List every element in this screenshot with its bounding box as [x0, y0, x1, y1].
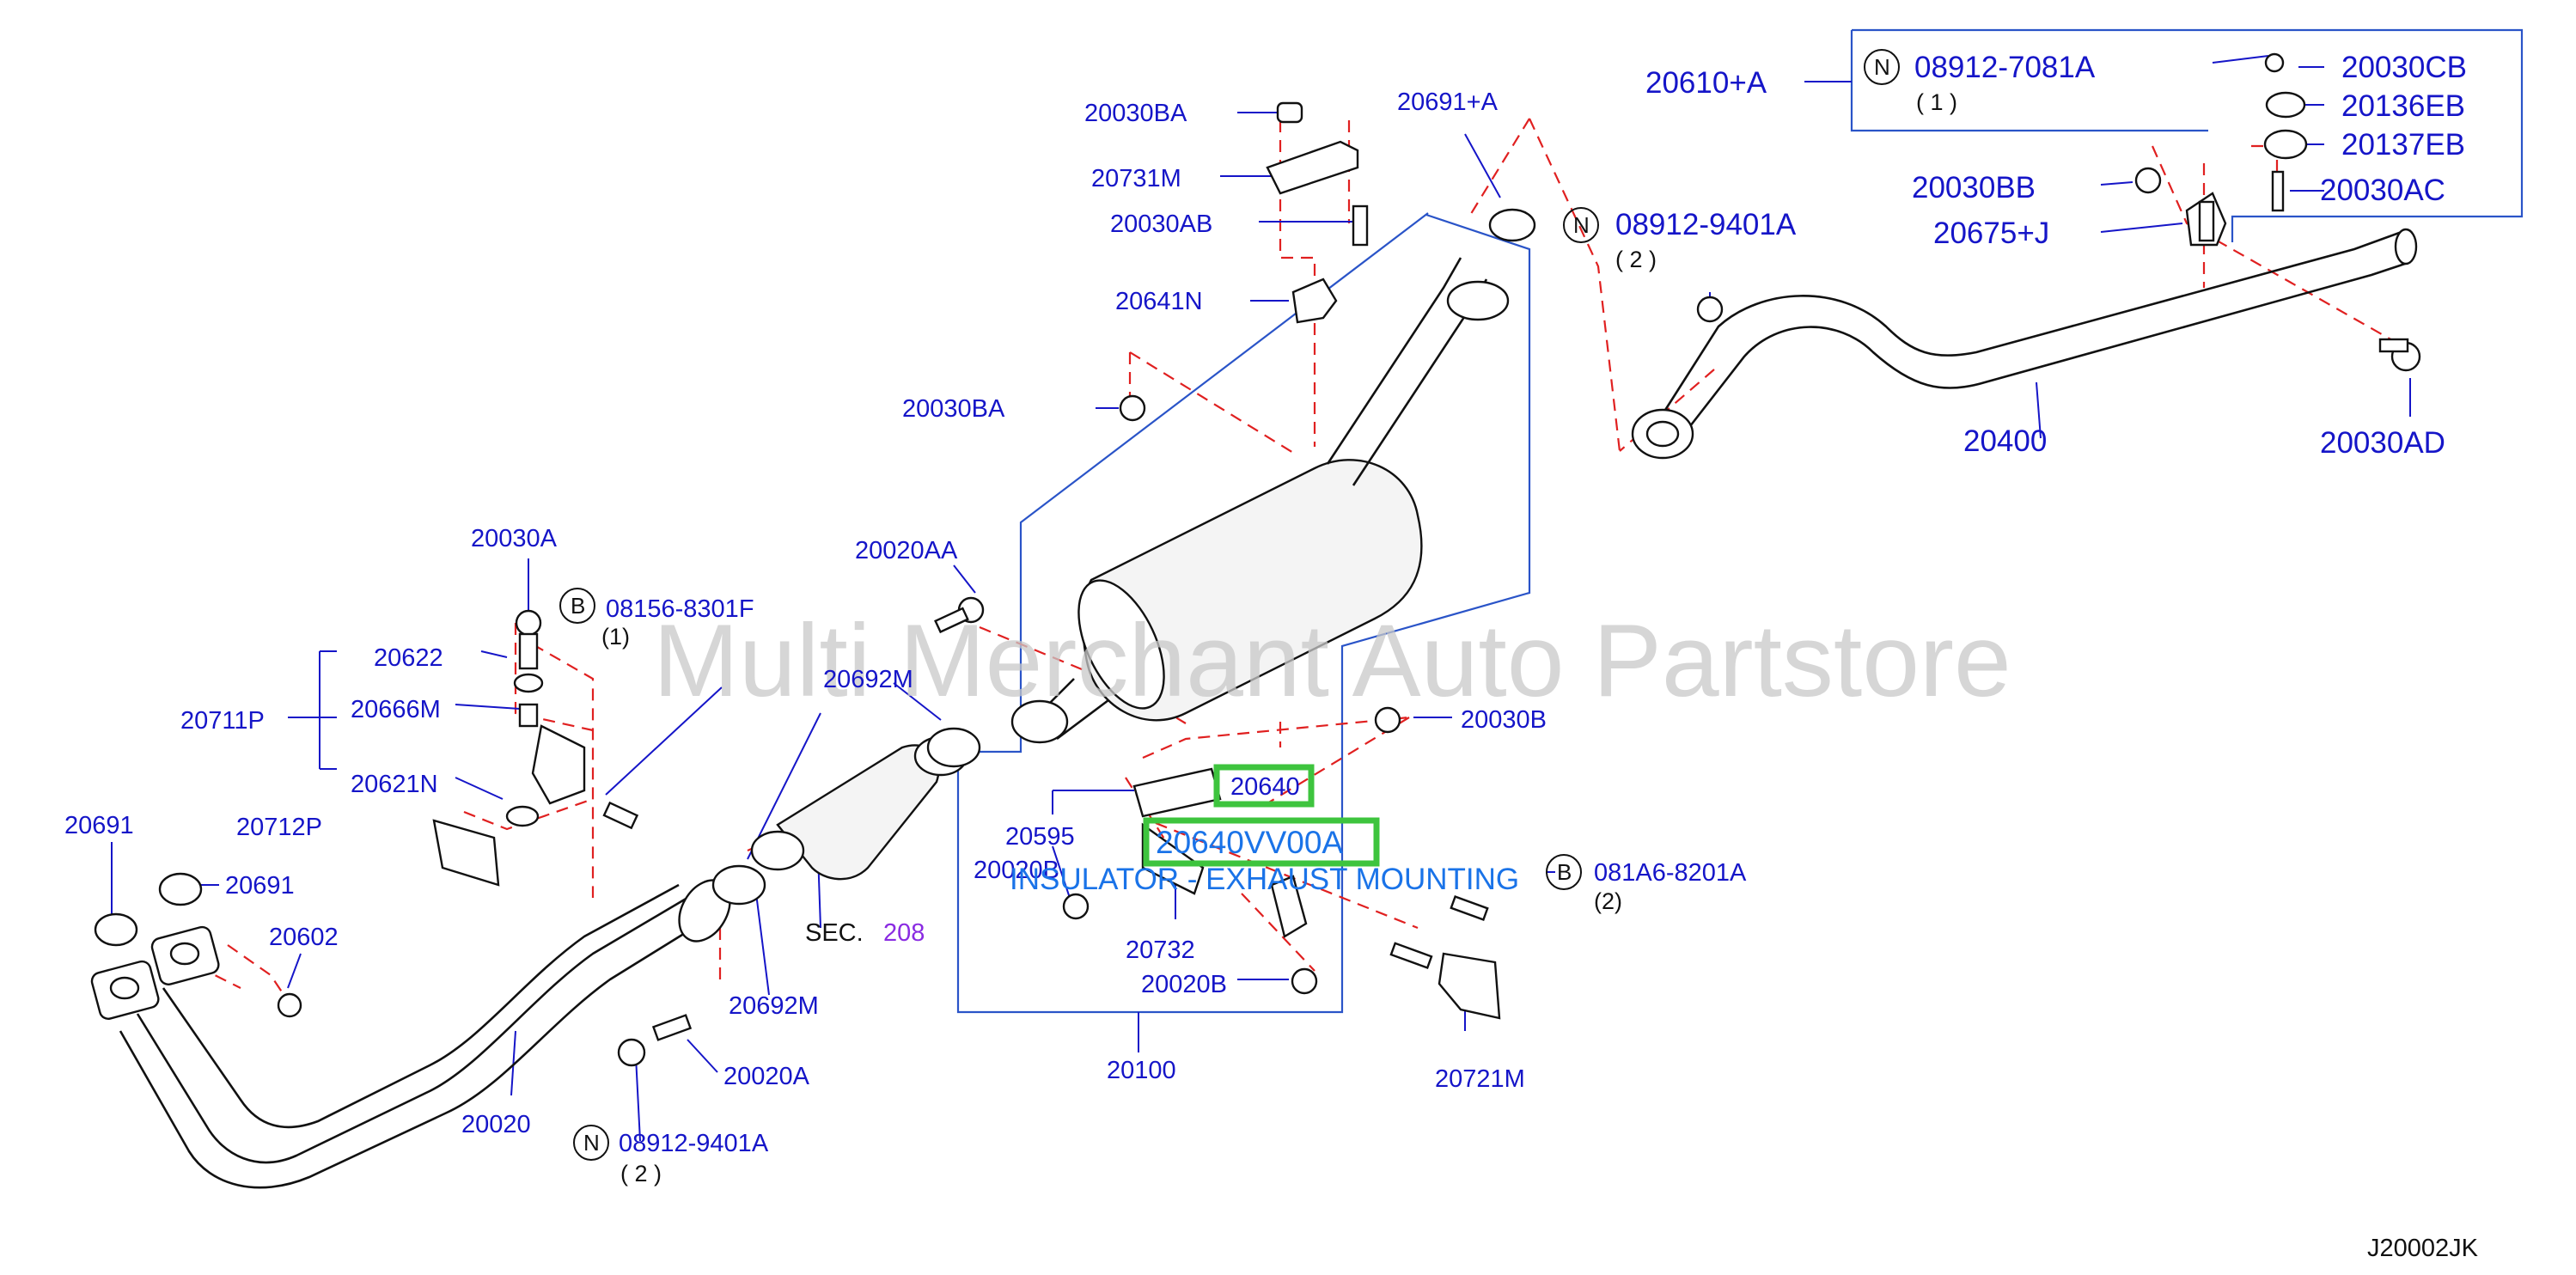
marker-b: B — [571, 593, 585, 619]
watermark: Multi Merchant Auto Partstore — [653, 603, 2011, 718]
label-20030BA-top[interactable]: 20030BA — [1084, 100, 1187, 127]
label-20136EB[interactable]: 20136EB — [2341, 89, 2465, 123]
label-08912-7081A-qty: ( 1 ) — [1916, 89, 1957, 115]
label-20621N[interactable]: 20621N — [351, 771, 438, 798]
highlighted-part-description: INSULATOR - EXHAUST MOUNTING — [1010, 863, 1519, 896]
selected-part-highlight: 20640VV00A INSULATOR - EXHAUST MOUNTING — [1010, 764, 1519, 896]
label-20030A[interactable]: 20030A — [471, 525, 558, 552]
section-ref-prefix: SEC. — [805, 919, 864, 947]
highlighted-part-number[interactable]: 20640VV00A — [1156, 825, 1343, 860]
label-20020[interactable]: 20020 — [461, 1111, 531, 1138]
tail-pipe-20400 — [1631, 228, 2418, 460]
highlight-box-20640VV00A — [1143, 817, 1380, 867]
label-20712P[interactable]: 20712P — [236, 814, 322, 841]
label-20640[interactable]: 20640 — [1230, 773, 1300, 801]
label-20137EB[interactable]: 20137EB — [2341, 128, 2465, 162]
label-20666M[interactable]: 20666M — [351, 696, 441, 723]
label-20020B-left[interactable]: 20020B — [974, 857, 1059, 884]
label-08156-8301F-qty: (1) — [601, 624, 630, 650]
leader-lines — [111, 55, 2411, 1142]
label-081A6-8201A[interactable]: 081A6-8201A — [1594, 859, 1747, 887]
label-20711P[interactable]: 20711P — [180, 707, 265, 735]
label-20030CB[interactable]: 20030CB — [2341, 51, 2467, 84]
marker-b: B — [1557, 859, 1572, 885]
label-08912-9401A-bottom[interactable]: 08912-9401A — [619, 1130, 769, 1157]
gaskets — [94, 208, 1536, 947]
main-muffler — [1010, 257, 1510, 744]
label-20610A[interactable]: 20610+A — [1645, 66, 1767, 100]
label-20675J[interactable]: 20675+J — [1933, 217, 2049, 250]
label-20622[interactable]: 20622 — [374, 644, 443, 672]
label-20732[interactable]: 20732 — [1126, 936, 1195, 964]
marker-n: N — [583, 1130, 600, 1156]
assembly-frame-20100 — [956, 212, 1531, 1014]
label-08912-9401A-top[interactable]: 08912-9401A — [1615, 208, 1797, 241]
label-20030BB[interactable]: 20030BB — [1912, 171, 2036, 204]
label-08912-9401A-bottom-qty: ( 2 ) — [620, 1161, 662, 1187]
label-20030AD[interactable]: 20030AD — [2320, 426, 2445, 460]
label-08912-9401A-top-qty: ( 2 ) — [1615, 247, 1657, 272]
kit-frame-20610A — [1850, 28, 2524, 242]
circle-markers: N N B B N — [559, 49, 1900, 1161]
label-20641N[interactable]: 20641N — [1115, 288, 1203, 315]
label-20721M[interactable]: 20721M — [1435, 1065, 1525, 1093]
label-20691-left[interactable]: 20691 — [64, 812, 134, 839]
label-20595[interactable]: 20595 — [1005, 823, 1075, 851]
marker-n: N — [1874, 54, 1890, 80]
label-20691A[interactable]: 20691+A — [1397, 88, 1499, 116]
label-20100[interactable]: 20100 — [1107, 1057, 1176, 1084]
label-20030BA-mid[interactable]: 20030BA — [902, 395, 1005, 423]
label-20020A[interactable]: 20020A — [723, 1063, 810, 1090]
marker-n: N — [1573, 212, 1590, 238]
label-20030AC[interactable]: 20030AC — [2320, 174, 2445, 207]
label-20030B[interactable]: 20030B — [1461, 706, 1547, 734]
label-20602[interactable]: 20602 — [269, 924, 339, 951]
label-08912-7081A[interactable]: 08912-7081A — [1914, 51, 2096, 84]
highlight-box-20640 — [1213, 764, 1315, 808]
label-20400[interactable]: 20400 — [1963, 424, 2047, 458]
part-number-labels: 20030BA 20691+A 20731M 20030AB 20641N 20… — [64, 51, 2479, 1262]
section-ref-number[interactable]: 208 — [883, 919, 925, 947]
label-081A6-8201A-qty: (2) — [1594, 888, 1622, 914]
label-20691-mid[interactable]: 20691 — [225, 872, 295, 900]
label-20692M-top[interactable]: 20692M — [823, 666, 913, 693]
label-20731M[interactable]: 20731M — [1091, 165, 1181, 192]
label-08156-8301F[interactable]: 08156-8301F — [606, 595, 754, 623]
label-20020B-bottom[interactable]: 20020B — [1141, 971, 1227, 998]
hardware — [277, 52, 2421, 1067]
label-20692M-bottom[interactable]: 20692M — [729, 992, 819, 1020]
label-20030AB[interactable]: 20030AB — [1110, 210, 1212, 238]
diagram-code: J20002JK — [2367, 1235, 2479, 1262]
label-20020AA[interactable]: 20020AA — [855, 537, 958, 564]
